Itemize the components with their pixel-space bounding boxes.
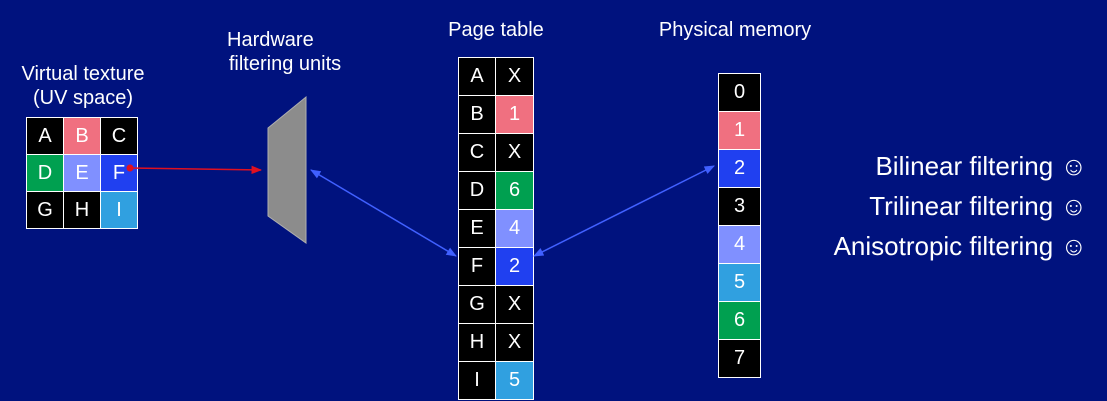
page-table-memory-arrow <box>533 165 715 257</box>
page-table-page-cell: A <box>459 58 495 95</box>
page-table-frame-cell: X <box>496 286 533 323</box>
page-table-frame-cell: 4 <box>496 210 533 247</box>
page-table-page-cell: H <box>459 324 495 361</box>
page-table-title: Page table <box>448 19 544 41</box>
page-table-page-cell: I <box>459 362 495 399</box>
page-table-frame-cell: X <box>496 324 533 361</box>
memory-frame: 6 <box>719 302 760 339</box>
texture-tile: G <box>27 192 63 228</box>
page-table-page-cell: F <box>459 248 495 285</box>
page-table-page-cell: D <box>459 172 495 209</box>
memory-frame: 4 <box>719 226 760 263</box>
hardware-filtering-title: Hardware filtering units <box>205 28 365 76</box>
filtering-line-bilinear: Bilinear filtering ☺ <box>875 151 1087 181</box>
page-table-frame-cell: 1 <box>496 96 533 133</box>
page-table-page-cell: G <box>459 286 495 323</box>
memory-frame: 1 <box>719 112 760 149</box>
texture-tile: B <box>64 118 100 154</box>
memory-frame: 0 <box>719 74 760 111</box>
texture-tile: C <box>101 118 137 154</box>
page-table-page-cell: B <box>459 96 495 133</box>
virtual-texture-title-line1: Virtual texture <box>21 63 145 85</box>
uv-to-filter-arrow <box>129 165 263 175</box>
virtual-texture-title: Virtual texture (UV space) <box>8 62 158 110</box>
page-table-page-cell: E <box>459 210 495 247</box>
memory-frame: 7 <box>719 340 760 377</box>
page-table-frame-cell: 2 <box>496 248 533 285</box>
page-table-frame-cell: X <box>496 134 533 171</box>
page-table-frame-cell: X <box>496 58 533 95</box>
texture-tile: E <box>64 155 100 191</box>
page-table-frame-cell: 6 <box>496 172 533 209</box>
texture-tile: D <box>27 155 63 191</box>
filtering-line-trilinear: Trilinear filtering ☺ <box>869 191 1087 221</box>
memory-frame: 5 <box>719 264 760 301</box>
virtual-texture-title-line2: (UV space) <box>32 87 134 109</box>
hardware-filtering-title-line2: filtering units <box>228 53 342 75</box>
uv-sample-point <box>126 164 134 172</box>
memory-frame: 3 <box>719 188 760 225</box>
page-table-frame-cell: 5 <box>496 362 533 399</box>
physical-memory-title: Physical memory <box>658 19 812 41</box>
texture-tile: F <box>101 155 137 191</box>
filtering-line-anisotropic: Anisotropic filtering ☺ <box>833 231 1087 261</box>
page-table-page-cell: C <box>459 134 495 171</box>
hardware-filtering-unit-shape <box>267 95 307 244</box>
filtering-support-list: Bilinear filtering ☺ Trilinear filtering… <box>834 146 1087 266</box>
memory-frame: 2 <box>719 150 760 187</box>
hardware-filtering-title-line1: Hardware <box>227 29 314 51</box>
texture-tile: A <box>27 118 63 154</box>
filter-page-table-arrow <box>310 169 457 257</box>
texture-tile: H <box>64 192 100 228</box>
texture-tile: I <box>101 192 137 228</box>
